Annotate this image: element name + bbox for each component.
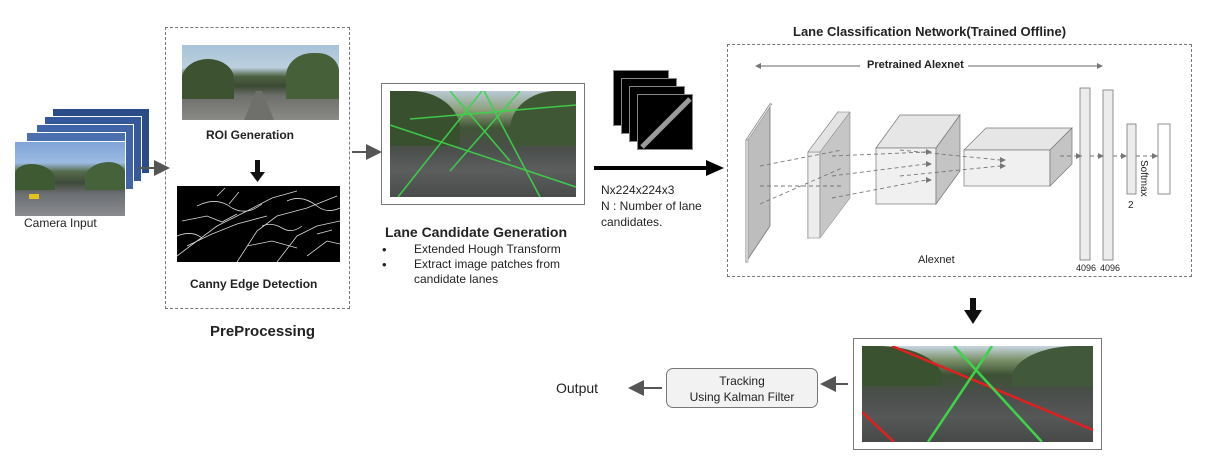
tracking-label-1: Tracking xyxy=(719,374,765,388)
network-panel xyxy=(727,44,1192,277)
lane-candidate-image xyxy=(390,91,576,197)
tracking-box: Tracking Using Kalman Filter xyxy=(666,368,818,408)
camera-frame xyxy=(14,141,126,217)
patch-count-label-2: candidates. xyxy=(601,215,663,229)
fc1-units-label: 4096 xyxy=(1076,263,1097,273)
patch-stack xyxy=(613,70,693,150)
conv-layer-4 xyxy=(963,127,1073,187)
fc3-units-label: 2 xyxy=(1128,200,1134,211)
camera-input-label: Camera Input xyxy=(24,216,97,230)
pretrained-alexnet-label: Pretrained Alexnet xyxy=(867,59,964,71)
canny-edges xyxy=(177,187,340,262)
connection-arrowheads xyxy=(926,149,1158,183)
bullet-hough: Extended Hough Transform xyxy=(380,242,561,257)
network-connections xyxy=(759,149,1158,205)
arrow-roi-to-canny xyxy=(250,160,265,182)
canny-edge-detection-label: Canny Edge Detection xyxy=(190,277,318,291)
lane-patch xyxy=(640,97,692,149)
lane-candidate-title: Lane Candidate Generation xyxy=(385,224,568,240)
patch-size-label: Nx224x224x3 xyxy=(601,183,675,197)
softmax-layer xyxy=(1157,123,1171,195)
fc-layer-3 xyxy=(1126,123,1137,195)
fc-layer-1 xyxy=(1079,87,1091,261)
camera-frame-stack xyxy=(14,108,150,218)
canny-edge-image xyxy=(177,186,340,262)
conv-layer-3 xyxy=(875,113,961,206)
candidate-lane-lines xyxy=(390,91,576,197)
candidate-bullets: Extended Hough Transform Extract image p… xyxy=(380,242,561,287)
alexnet-label: Alexnet xyxy=(918,254,955,266)
conv-layer-1 xyxy=(745,102,773,264)
fc-layer-2 xyxy=(1102,89,1114,261)
tracking-label-2: Using Kalman Filter xyxy=(689,390,795,404)
tracked-lane-lines xyxy=(862,346,1093,442)
fc2-units-label: 4096 xyxy=(1100,263,1121,273)
preprocessing-title: PreProcessing xyxy=(210,323,316,340)
roi-generation-label: ROI Generation xyxy=(206,128,295,142)
patch-count-label-1: N : Number of lane xyxy=(601,199,702,213)
arrow-network-to-output xyxy=(964,298,982,324)
network-title: Lane Classification Network(Trained Offl… xyxy=(793,24,1067,39)
tracked-lanes-image xyxy=(862,346,1093,442)
output-label: Output xyxy=(556,380,599,396)
arrow-candidate-to-network xyxy=(594,160,724,176)
roi-image xyxy=(182,45,339,120)
conv-layer-2 xyxy=(807,110,851,240)
